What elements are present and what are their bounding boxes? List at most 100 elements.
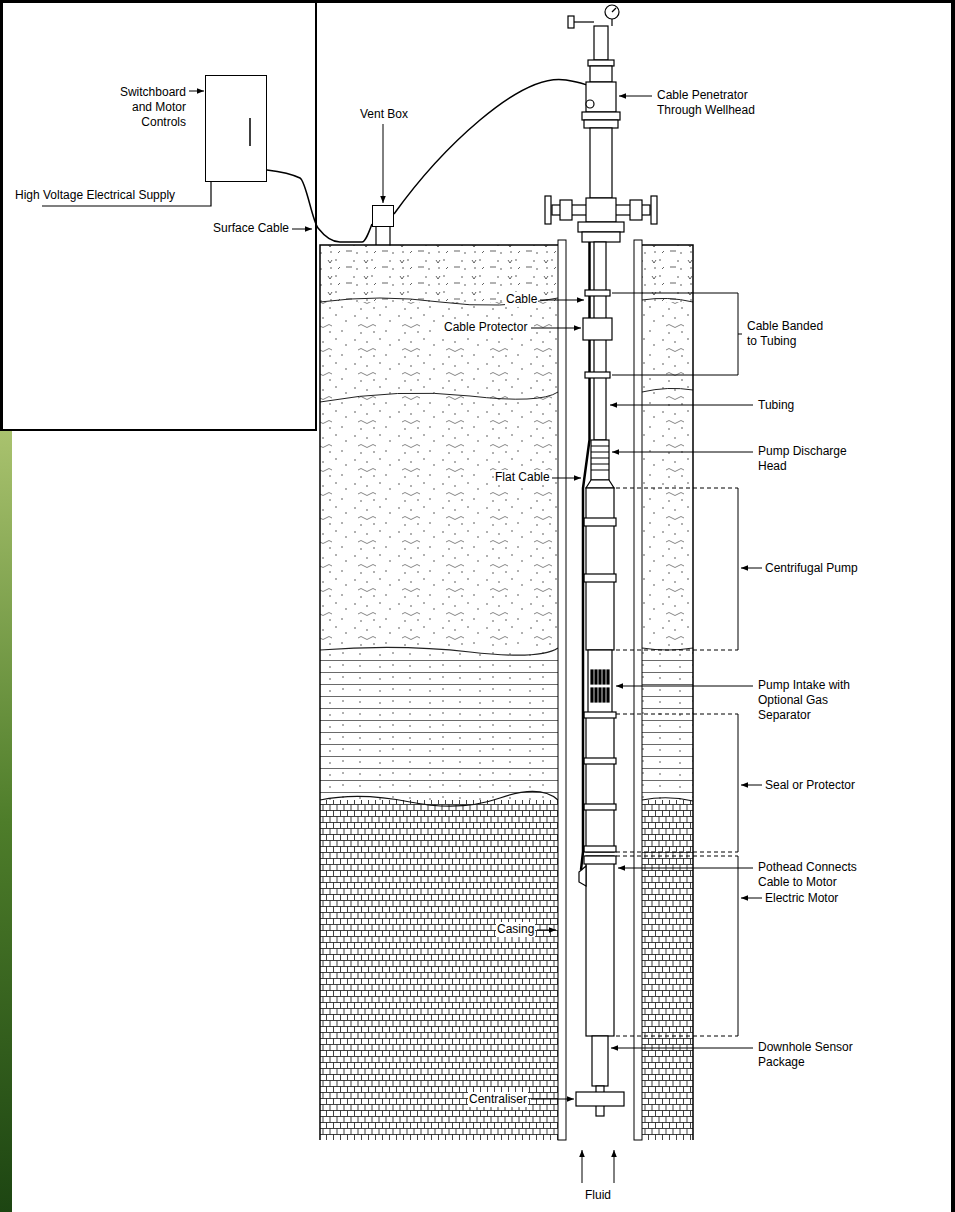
wellhead (588, 60, 614, 66)
pump-string (607, 670, 609, 684)
pump-string (584, 846, 616, 852)
rock-formation (642, 650, 693, 800)
label-slot: Cable Banded to Tubing (746, 319, 830, 349)
leader-lines (741, 785, 762, 786)
wellhead (578, 222, 624, 232)
pump-string (591, 688, 593, 702)
leader-lines (189, 91, 204, 92)
label-slot: Switchboard and Motor Controls (109, 85, 187, 130)
leader-lines (540, 300, 584, 301)
wellhead (590, 128, 612, 198)
vent-box: Vent Box (372, 205, 394, 227)
label-slot: Downhole Sensor Package (757, 1040, 862, 1070)
pump-string (584, 804, 616, 810)
leader-lines (619, 96, 652, 97)
label-slot: Electric Motor (764, 891, 839, 906)
pump-string (576, 1092, 624, 1106)
pump-string (586, 714, 614, 852)
vent-box-legs (375, 227, 376, 245)
wellhead (560, 200, 572, 220)
page-frame (0, 0, 3, 430)
wellhead (586, 100, 594, 108)
vent-box-legs (389, 227, 390, 245)
leader-lines (552, 478, 581, 479)
part-label: Pothead Connects Cable to Motor (757, 860, 865, 890)
label-slot: Seal or Protector (764, 778, 856, 793)
brackets (616, 856, 738, 1036)
leader-lines (582, 1150, 583, 1183)
part-label: Seal or Protector (764, 778, 856, 793)
leader-lines (292, 229, 312, 230)
wellhead (651, 196, 657, 224)
well-casing (558, 240, 566, 1140)
brackets (738, 488, 739, 650)
brackets (612, 293, 742, 375)
label-slot: Vent Box (359, 107, 409, 122)
rock-formation (320, 800, 558, 1140)
leader-lines (618, 868, 753, 869)
pump-string (595, 670, 597, 684)
power-cable (585, 290, 610, 296)
wellhead (611, 19, 612, 26)
pump-string (591, 670, 593, 684)
leader-lines (741, 898, 762, 899)
wellhead (586, 198, 616, 222)
label-slot: High Voltage Electrical Supply (14, 188, 176, 203)
wellhead (594, 26, 608, 60)
part-label: Downhole Sensor Package (757, 1040, 862, 1070)
part-label: Cable Penetrator Through Wellhead (656, 88, 766, 118)
node-label: Vent Box (359, 107, 409, 122)
wellhead (545, 196, 551, 224)
part-label: Casing (496, 922, 535, 937)
pump-string (586, 488, 614, 650)
leader-lines (612, 452, 753, 453)
pump-string (603, 670, 605, 684)
leader-lines (531, 1099, 574, 1100)
pump-string (591, 446, 609, 470)
pump-string (584, 518, 616, 526)
label-slot: Cable Penetrator Through Wellhead (656, 88, 766, 118)
page-frame (315, 0, 317, 431)
supply-label: High Voltage Electrical Supply (14, 188, 176, 203)
page-frame (0, 0, 955, 3)
label-slot: Pump Intake with Optional Gas Separator (757, 678, 857, 723)
pump-string (588, 650, 612, 714)
label-slot: Cable Protector (443, 320, 528, 335)
part-label: Cable Banded to Tubing (746, 319, 830, 349)
part-label: Centrifugal Pump (764, 561, 859, 576)
label-slot: Cable (505, 292, 538, 307)
pump-string (603, 688, 605, 702)
leader-lines (741, 568, 762, 569)
vent-box-legs (394, 79, 594, 214)
part-label: Centraliser (468, 1092, 528, 1107)
pump-string (595, 688, 597, 702)
power-cable (581, 242, 612, 870)
pump-string (586, 856, 614, 1036)
part-label: Cable Protector (443, 320, 528, 335)
leader-lines (610, 405, 753, 406)
pump-string (599, 670, 601, 684)
node-label: Switchboard and Motor Controls (109, 85, 187, 130)
wellhead (605, 5, 619, 19)
pump-string (599, 688, 601, 702)
wellhead (612, 8, 616, 12)
leader-lines (611, 1048, 753, 1049)
wellhead (584, 120, 618, 128)
wellhead (590, 66, 612, 82)
leader-lines (614, 1150, 615, 1183)
label-slot: Flat Cable (494, 470, 551, 485)
pump-string (591, 440, 609, 480)
rock-formation (642, 800, 693, 1140)
label-slot: Surface Cable (212, 221, 290, 236)
leader-lines (383, 124, 384, 203)
label-slot: Casing (496, 922, 535, 937)
wellhead (582, 112, 620, 120)
pump-string (576, 242, 624, 1116)
leader-lines (189, 91, 762, 1183)
page-frame (951, 0, 955, 1212)
brackets (738, 856, 739, 1036)
rock-formation (320, 650, 558, 800)
part-label: Cable (505, 292, 538, 307)
rock-formation (642, 302, 693, 650)
